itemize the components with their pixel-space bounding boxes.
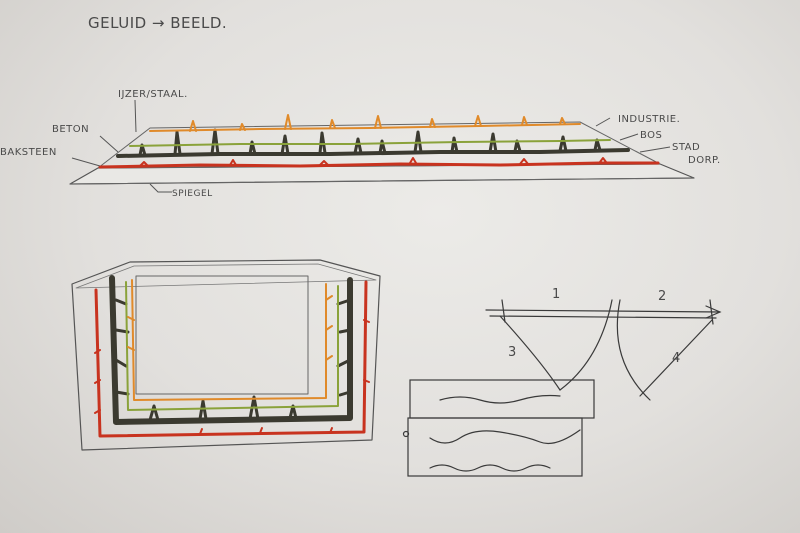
timeline-label-2: 2 (658, 289, 667, 304)
label-baksteen: BAKSTEEN (0, 147, 57, 158)
timeline-label-4: 4 (672, 351, 681, 366)
timeline-label-1: 1 (552, 287, 561, 302)
label-industrie: INDUSTRIE. (618, 114, 680, 125)
forest-layer (130, 140, 610, 146)
label-beton: BETON (52, 124, 89, 135)
label-ijzer-staal: IJZER/STAAL. (118, 89, 188, 100)
timeline-sketch (404, 300, 721, 476)
layered-strip (70, 115, 694, 184)
timeline-label-3: 3 (508, 345, 517, 360)
concrete-layer (118, 150, 628, 156)
sketch-title: GELUID → BEELD. (88, 14, 227, 32)
label-stad: STAD (672, 142, 700, 153)
label-spiegel: SPIEGEL (172, 189, 213, 199)
timeline-labels: 1 2 3 4 (508, 287, 681, 366)
room-sketch (72, 260, 380, 450)
label-dorp: DORP. (688, 155, 721, 166)
label-bos: BOS (640, 130, 662, 141)
